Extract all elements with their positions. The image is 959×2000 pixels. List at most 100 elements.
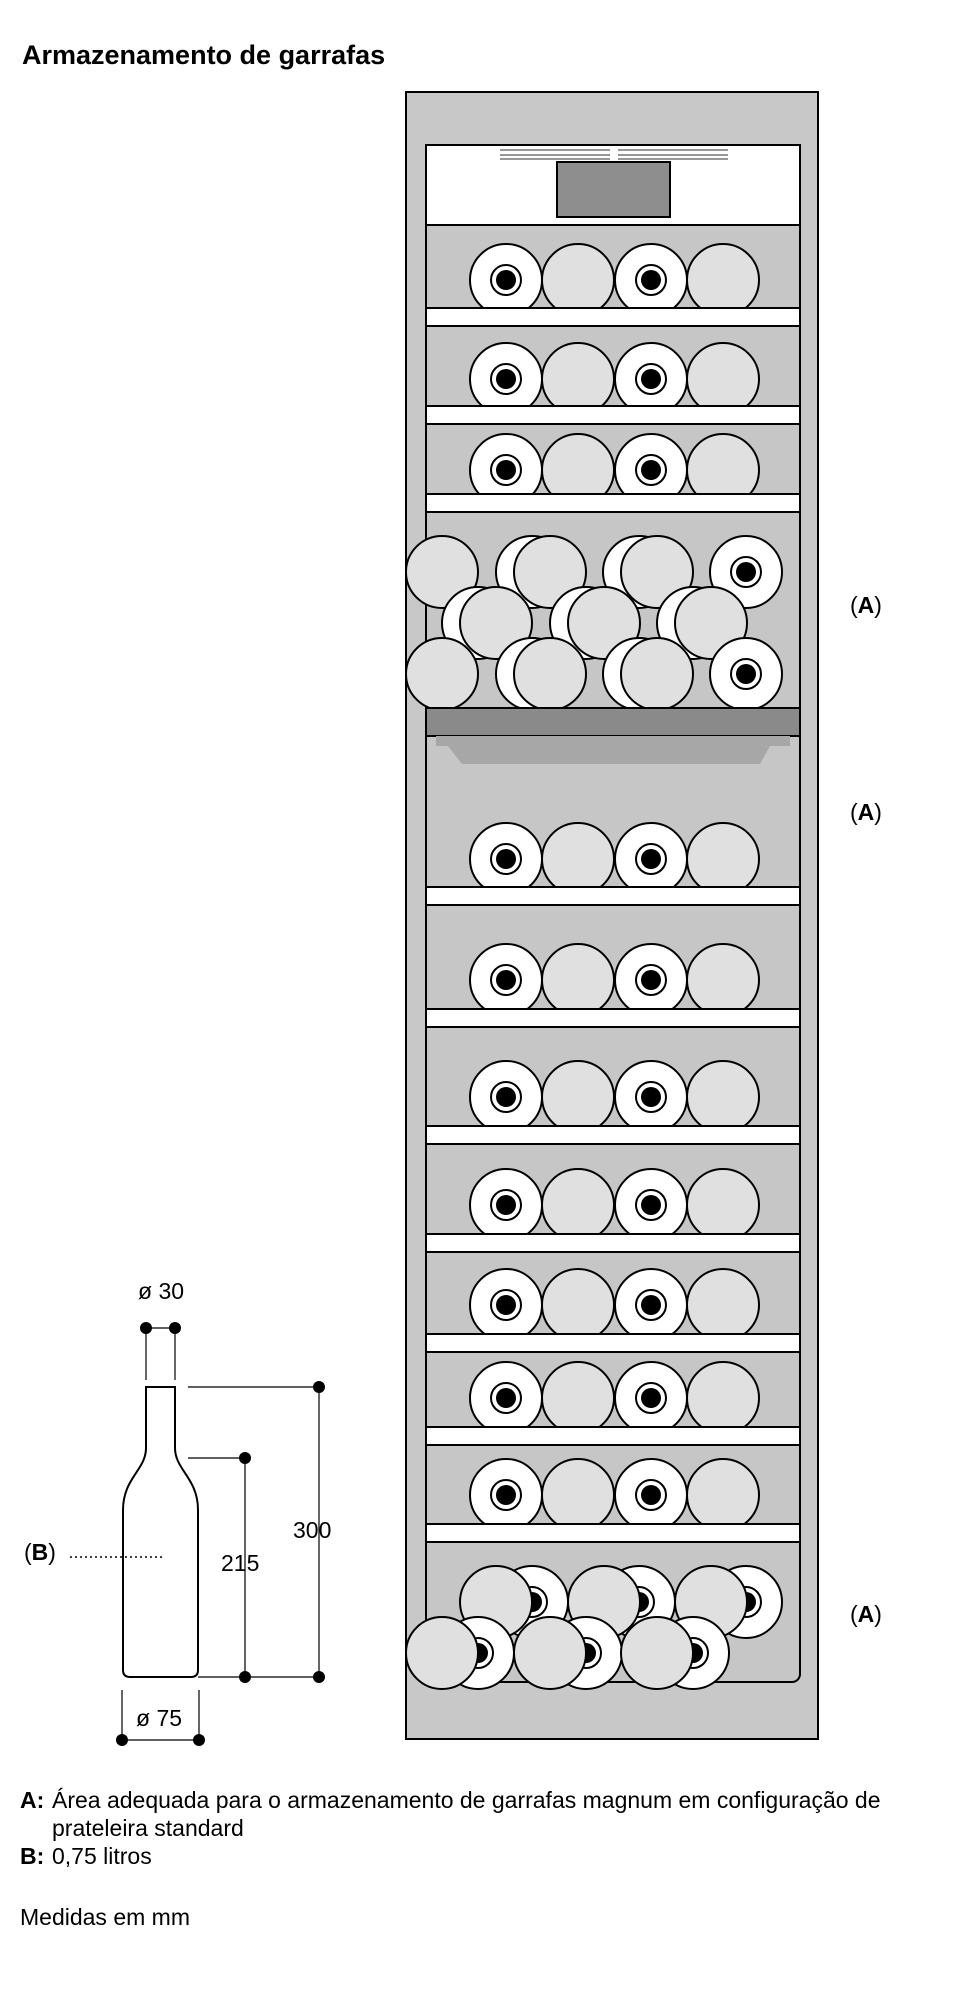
bottle-cork: [641, 369, 661, 389]
svg-text:(B): (B): [24, 1539, 56, 1565]
bottle-end-neck: [614, 1268, 688, 1342]
bottle-end-base: [405, 1616, 479, 1690]
callout-a-lower: (A): [850, 1601, 882, 1627]
bottle-cork: [641, 1388, 661, 1408]
bottle-end-neck: [614, 822, 688, 896]
bottle-cork: [496, 369, 516, 389]
bottle-end-neck: [469, 1361, 543, 1435]
bottle-cork: [641, 1295, 661, 1315]
bottle-end-base: [513, 535, 587, 609]
bottle-cork: [641, 270, 661, 290]
bottle-end-neck: [469, 1060, 543, 1134]
dimension-endpoint: [313, 1381, 325, 1393]
bottle-cork: [736, 664, 756, 684]
bottle-end-base: [567, 586, 641, 660]
bottle-cork: [641, 1485, 661, 1505]
bottle-end-base: [620, 1616, 694, 1690]
shelf: [425, 493, 801, 513]
dimension-endpoint: [140, 1322, 152, 1334]
callout-b: (B): [24, 1539, 56, 1565]
bottle-end-neck: [469, 822, 543, 896]
bottle-end-base: [541, 1361, 615, 1435]
bottle-end-neck: [469, 342, 543, 416]
bottle-end-neck: [614, 1060, 688, 1134]
bottle-end-base: [686, 1268, 760, 1342]
shelf: [425, 307, 801, 327]
units-note: Medidas em mm: [20, 1904, 190, 1930]
callout-b-letter: B: [32, 1539, 49, 1565]
bottle-cork: [641, 460, 661, 480]
bottle-end-base: [620, 637, 694, 711]
body-diameter-label: ø 75: [136, 1705, 182, 1731]
svg-text:(A): (A): [850, 592, 882, 618]
callout-a-middle: (A): [850, 799, 882, 825]
bottle-silhouette: [122, 1386, 199, 1678]
bottle-dimension-drawing: [70, 1322, 325, 1746]
divider-tray: [436, 736, 790, 764]
bottle-end-base: [686, 943, 760, 1017]
dimension-endpoint: [116, 1734, 128, 1746]
callout-a-upper: (A): [850, 592, 882, 618]
bottle-end-base: [541, 1060, 615, 1134]
bottle-end-base: [686, 342, 760, 416]
bottle-cork: [496, 1388, 516, 1408]
bottle-end-base: [405, 637, 479, 711]
bottle-cork: [496, 460, 516, 480]
shelf: [425, 1523, 801, 1543]
shelf: [425, 1008, 801, 1028]
dimension-endpoint: [313, 1671, 325, 1683]
legend-item-b: B: 0,75 litros: [20, 1842, 959, 1870]
bottle-end-base: [686, 1361, 760, 1435]
legend: A: Área adequada para o armazenamento de…: [20, 1786, 959, 1870]
bottle-end-base: [541, 342, 615, 416]
bottle-end-neck: [614, 1361, 688, 1435]
callout-a-letter: A: [858, 592, 875, 618]
legend-key: A:: [20, 1787, 45, 1813]
callout-a-letter: A: [858, 799, 875, 825]
bottle-cork: [496, 1485, 516, 1505]
bottle-end-neck: [469, 243, 543, 317]
shoulder-height-label: 215: [221, 1550, 259, 1576]
callout-a-letter: A: [858, 1601, 875, 1627]
bottle-end-base: [686, 1458, 760, 1532]
bottle-cork: [496, 1195, 516, 1215]
dimension-endpoint: [239, 1452, 251, 1464]
bottle-end-base: [541, 943, 615, 1017]
bottle-cork: [496, 1087, 516, 1107]
bottle-cork: [641, 970, 661, 990]
bottle-end-base: [541, 1458, 615, 1532]
bottle-end-neck: [709, 535, 783, 609]
bottle-end-base: [513, 1616, 587, 1690]
bottle-cork: [496, 970, 516, 990]
bottle-end-base: [459, 586, 533, 660]
divider-shelf: [425, 707, 801, 737]
total-height-label: 300: [293, 1517, 331, 1543]
bottle-end-base: [686, 822, 760, 896]
bottle-end-base: [405, 535, 479, 609]
shelf: [425, 1426, 801, 1446]
shelf: [425, 886, 801, 906]
legend-text: Área adequada para o armazenamento de ga…: [52, 1787, 881, 1841]
page-title: Armazenamento de garrafas: [22, 40, 386, 70]
bottle-end-base: [686, 1168, 760, 1242]
bottle-cork: [641, 1195, 661, 1215]
bottle-end-base: [620, 535, 694, 609]
bottle-end-base: [686, 243, 760, 317]
display-screen: [556, 161, 671, 218]
bottle-cork: [641, 1087, 661, 1107]
dimension-endpoint: [169, 1322, 181, 1334]
bottle-cork: [641, 849, 661, 869]
bottle-end-neck: [614, 1168, 688, 1242]
bottle-cork: [496, 849, 516, 869]
svg-text:(A): (A): [850, 799, 882, 825]
bottle-end-neck: [614, 943, 688, 1017]
legend-text: 0,75 litros: [52, 1843, 152, 1869]
legend-key: B:: [20, 1843, 45, 1869]
bottle-end-neck: [469, 1168, 543, 1242]
shelf: [425, 1333, 801, 1353]
shelf: [425, 405, 801, 425]
svg-text:(A): (A): [850, 1601, 882, 1627]
legend-item-a: A: Área adequada para o armazenamento de…: [20, 1786, 959, 1842]
bottle-end-base: [541, 243, 615, 317]
